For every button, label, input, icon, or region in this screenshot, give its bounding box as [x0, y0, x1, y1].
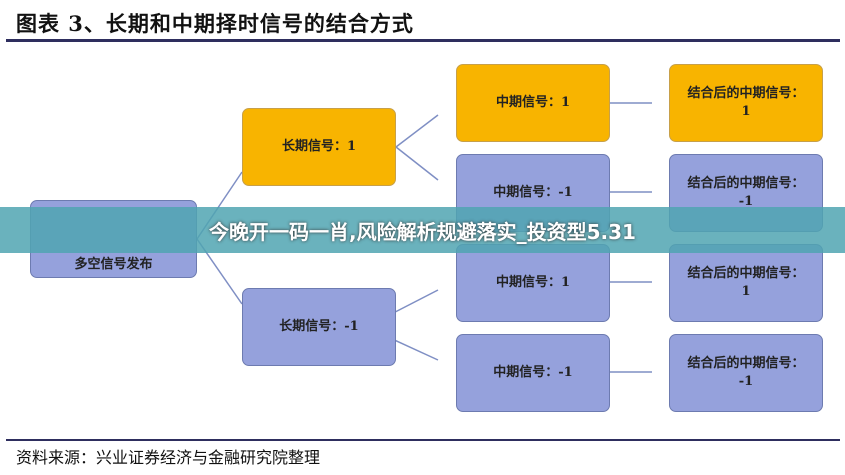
result-value: -1: [738, 374, 754, 389]
figure-title: 图表 3、长期和中期择时信号的结合方式: [16, 11, 414, 36]
result-node: 结合后的中期信号： 1: [669, 244, 823, 322]
long-signal-negative: 长期信号：-1: [242, 288, 396, 366]
result-label: 结合后的中期信号：: [687, 175, 805, 191]
root-node-label: 多空信号发布: [74, 256, 153, 272]
result-label: 结合后的中期信号：: [687, 85, 805, 101]
mid-signal-node: 中期信号：1: [456, 64, 610, 142]
mid-signal-node: 中期信号：-1: [456, 334, 610, 412]
overlay-banner: 今晚开一码一肖,风险解析规避落实_投资型5.31: [0, 207, 845, 253]
result-value: -1: [738, 194, 754, 209]
result-node: 结合后的中期信号： -1: [669, 334, 823, 412]
result-value: 1: [741, 104, 751, 119]
result-value: 1: [741, 284, 751, 299]
long-signal-positive: 长期信号：1: [242, 108, 396, 186]
title-rule: [6, 39, 840, 42]
result-node: 结合后的中期信号： 1: [669, 64, 823, 142]
result-label: 结合后的中期信号：: [687, 355, 805, 371]
result-label: 结合后的中期信号：: [687, 265, 805, 281]
source-rule: [6, 439, 840, 441]
banner-text: 今晚开一码一肖,风险解析规避落实_投资型5.31: [209, 219, 636, 244]
source-note: 资料来源：兴业证券经济与金融研究院整理: [16, 448, 321, 467]
mid-signal-node: 中期信号：1: [456, 244, 610, 322]
